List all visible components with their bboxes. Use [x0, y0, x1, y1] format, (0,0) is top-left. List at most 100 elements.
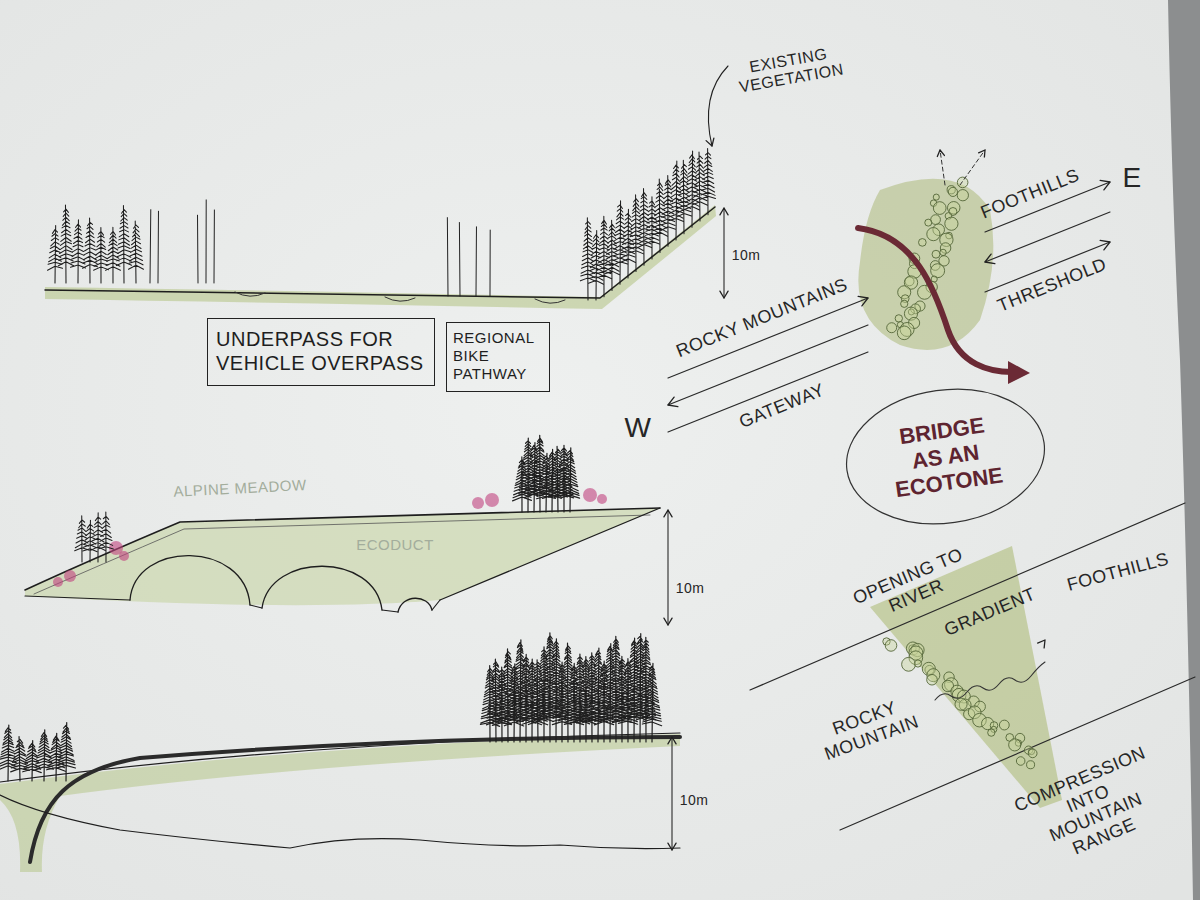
conifer-tree [106, 227, 121, 283]
zone-label: ROCKY MOUNTAIN [807, 688, 929, 768]
squiggle-arrow [935, 662, 1045, 700]
arrow-head [664, 618, 672, 625]
conifer-tree [596, 216, 611, 297]
conifer-tree [99, 512, 114, 562]
arrow-head [937, 150, 944, 156]
node-text: REGIONAL BIKE PATHWAY [453, 329, 543, 383]
conifer-tree [94, 228, 109, 283]
vegetation-bubble [885, 640, 897, 652]
vegetation-bubble [933, 202, 946, 215]
vegetation-bubble [932, 250, 940, 258]
conifer-tree [57, 723, 76, 781]
conifer-tree [588, 231, 603, 300]
vegetation-bubble [999, 720, 1009, 730]
vegetation-bubble [914, 660, 921, 667]
arrow-head [668, 843, 676, 850]
arrow-head [858, 296, 868, 305]
node-text: UNDERPASS FOR VEHICLE OVERPASS [216, 327, 426, 375]
vegetation-bubble [955, 698, 967, 710]
conifer-tree [48, 226, 63, 283]
faint-annotation: ECODUCT [353, 535, 437, 554]
flowering-shrub [64, 570, 76, 582]
deck-line [25, 508, 660, 590]
boundary-line [750, 503, 1185, 690]
process-box: REGIONAL BIKE PATHWAY [446, 322, 550, 392]
tree-trunk [158, 211, 159, 283]
deck-line [30, 737, 680, 862]
vegetation-bubble [945, 217, 958, 230]
conifer-tree [116, 205, 131, 283]
vegetation-bubble [1028, 749, 1037, 758]
arrow-head [664, 510, 672, 517]
flowering-shrub [53, 577, 63, 587]
tree-trunk [476, 227, 477, 296]
conifer-tree [47, 733, 66, 781]
conifer-tree [700, 149, 715, 215]
arch-line [398, 598, 432, 612]
vegetation-bubble [1027, 761, 1035, 769]
vegetation-bubble [957, 177, 968, 188]
conifer-tree [580, 218, 595, 300]
conifer-tree [560, 448, 579, 512]
grass-wash [0, 734, 680, 872]
arrow-head [668, 397, 678, 406]
ground-dip [235, 292, 565, 303]
vegetation-bubble [1009, 739, 1021, 751]
ellipse-outline [837, 376, 1053, 535]
flowering-shrub [583, 488, 597, 502]
arrow-head [1100, 240, 1110, 249]
grass-wash [45, 205, 716, 309]
movement-arrow [858, 228, 1012, 372]
tree-trunk [197, 215, 198, 283]
dimension-line [667, 510, 668, 625]
flowering-shrub [597, 494, 607, 504]
dimension: 10m [677, 791, 712, 809]
vegetation-bubble [901, 300, 908, 307]
zone-label: GATEWAY [733, 377, 831, 434]
dimension: 10m [673, 579, 708, 597]
conifer-tree [676, 160, 691, 233]
dimension: 10m [729, 246, 764, 264]
tree-trunk [459, 222, 461, 296]
conifer-tree [0, 725, 17, 781]
leader-line [708, 66, 728, 146]
conifer-tree [83, 218, 98, 283]
direction-line [985, 212, 1110, 262]
dimension-line [723, 208, 724, 298]
arrow-head [985, 254, 995, 263]
zone-label: THRESHOLD [991, 252, 1112, 319]
conifer-tree [660, 176, 675, 247]
process-box: UNDERPASS FOR VEHICLE OVERPASS [207, 318, 435, 386]
deck-line [0, 733, 680, 782]
vegetation-bubble [887, 323, 897, 333]
node-text: BRIDGE AS AN ECOTONE [883, 409, 1008, 502]
dashed-arrow [960, 150, 985, 185]
conifer-tree [58, 205, 73, 283]
conifer-tree [129, 221, 144, 283]
vegetation-bubble [897, 326, 911, 340]
concept-ellipse: BRIDGE AS AN ECOTONE [835, 374, 1055, 538]
zone-label: FOOTHILLS [1062, 547, 1175, 598]
arrow-head [668, 737, 676, 744]
vegetation-bubble [927, 228, 940, 241]
vegetation-bubble [925, 219, 932, 226]
conifer-tree [668, 161, 683, 240]
arrow-head [1038, 640, 1045, 648]
annotation: COMPRESSION INTO MOUNTAIN RANGE [1005, 739, 1180, 877]
flowering-shrub [119, 551, 129, 561]
vegetation-bubble [988, 729, 995, 736]
arrow-head [1008, 361, 1030, 384]
arrow-head [979, 150, 985, 157]
slope-line [440, 508, 660, 600]
arrow-head [720, 208, 728, 215]
ecotone-wash [858, 179, 993, 350]
faint-annotation: ALPINE MEADOW [170, 475, 310, 502]
zone-label: ROCKY MOUNTAINS [670, 272, 854, 364]
vegetation-bubble [931, 264, 945, 278]
conifer-tree [91, 513, 106, 562]
vegetation-bubble [919, 239, 927, 247]
tree-trunk [150, 210, 152, 283]
